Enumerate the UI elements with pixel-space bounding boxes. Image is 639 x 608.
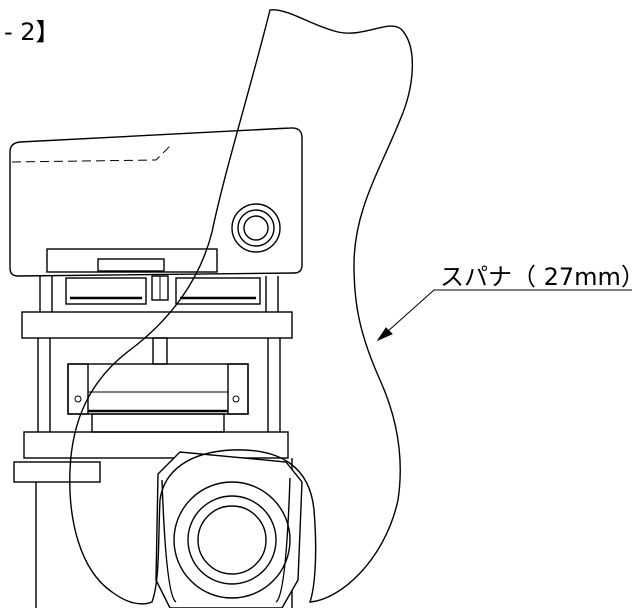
housing-base-tab	[97, 258, 165, 272]
lower-plate	[23, 431, 289, 459]
middle-plate	[21, 311, 293, 339]
figure-label: - 2】	[4, 18, 60, 46]
lower-frame	[37, 337, 281, 433]
wrench-outline	[69, 9, 413, 605]
adjust-knob	[231, 203, 281, 253]
housing-base-plate	[46, 248, 218, 273]
side-flange	[13, 461, 101, 483]
actuator-housing	[9, 127, 303, 277]
wrench-callout	[376, 289, 632, 342]
wrench-callout-label: スパナ（ 27mm）	[440, 263, 639, 291]
hex-nut	[155, 451, 303, 608]
upper-frame	[39, 275, 279, 312]
